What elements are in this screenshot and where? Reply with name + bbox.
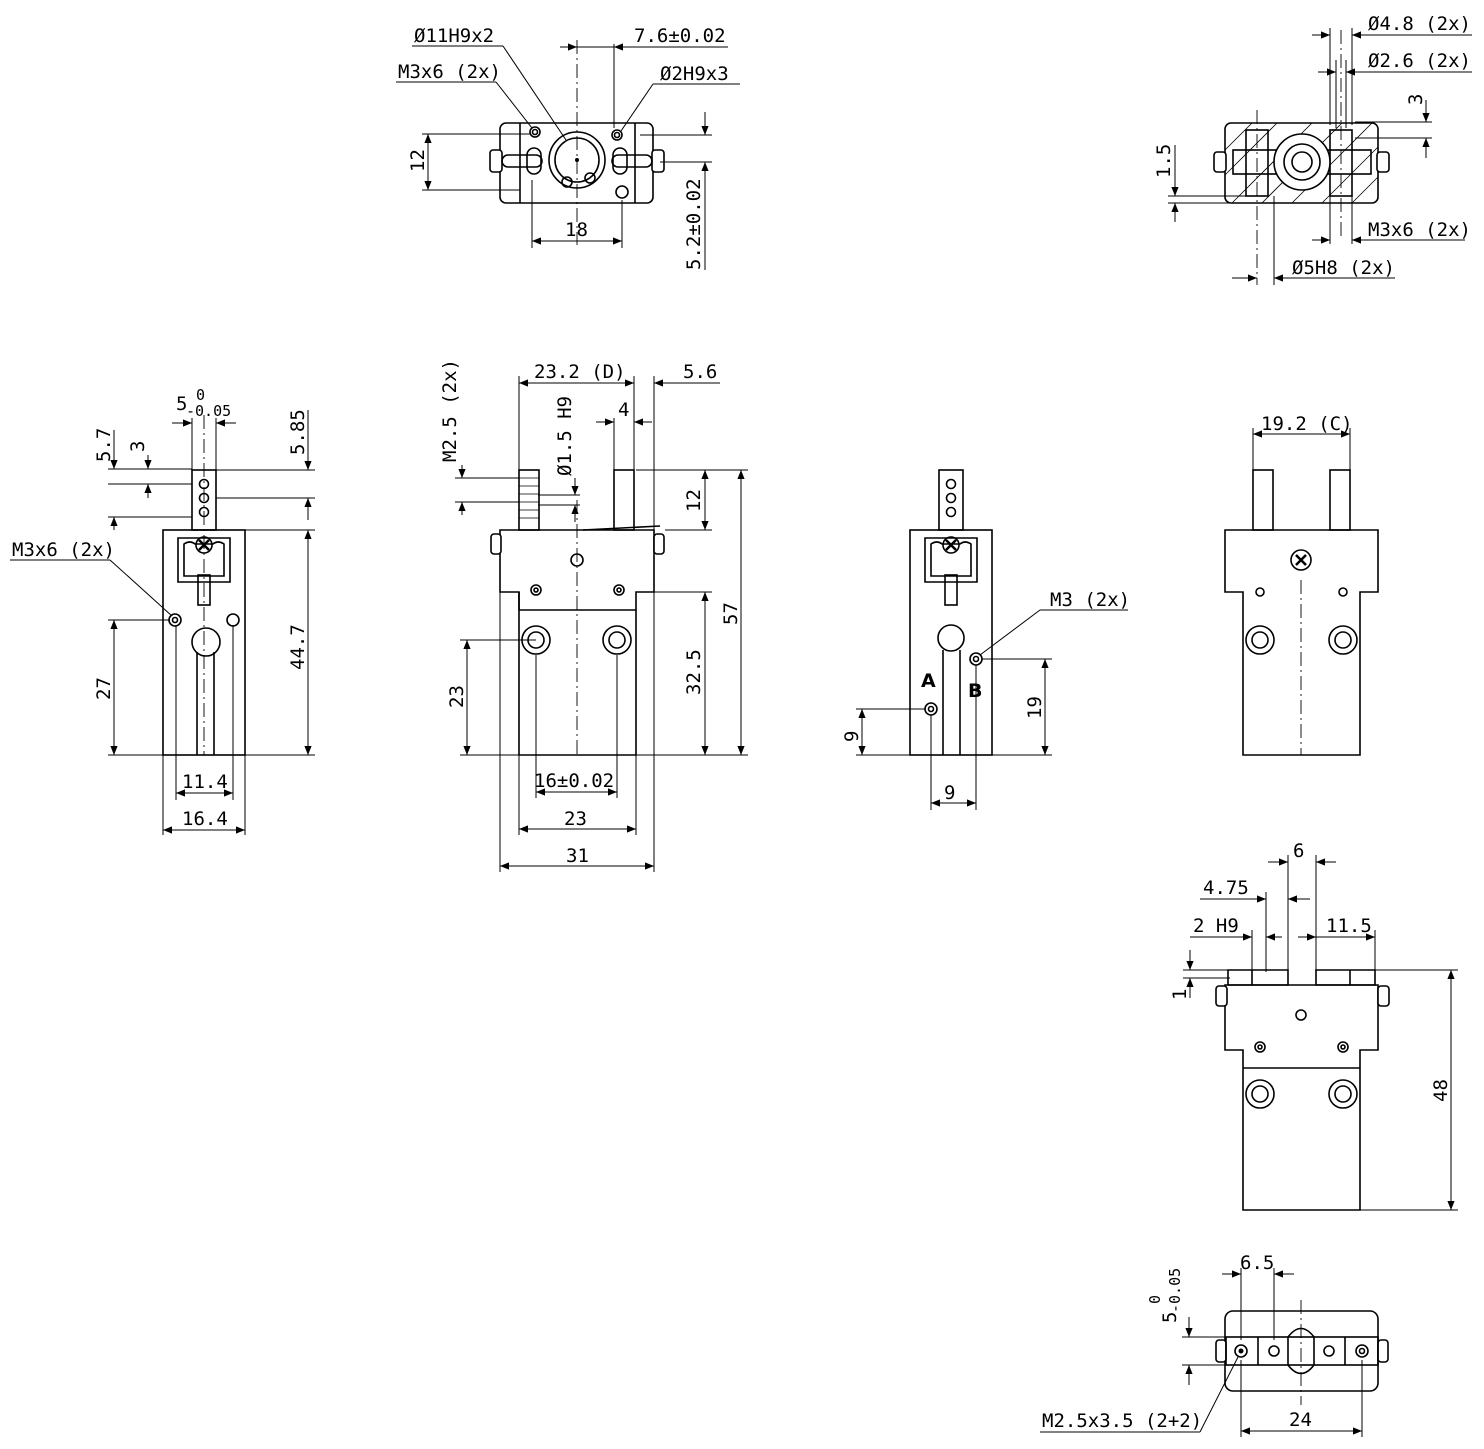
dim-d2h9: Ø2H9x3 (660, 63, 729, 85)
dim-5-2: 5.2±0.02 (683, 178, 705, 270)
dim-31: 31 (566, 845, 589, 867)
dim-1-5: 1.5 (1153, 144, 1175, 178)
dim-23-2-d: 23.2 (D) (534, 361, 626, 383)
dim-6-5: 6.5 (1240, 1252, 1274, 1274)
side-left-view: 5 0 -0.05 5.7 3 5.85 M3x6 (2x) 27 (10, 386, 315, 835)
dim-12: 12 (407, 149, 429, 172)
dim-6: 6 (1293, 840, 1304, 862)
dim-24: 24 (1289, 1409, 1312, 1431)
bottom-view: 6.5 5 0 -0.05 M2.5x3.5 (2+2) 24 (1040, 1252, 1389, 1437)
open-view: 6 4.75 2 H9 11.5 1 48 (1169, 840, 1458, 1211)
dim-48: 48 (1430, 1079, 1452, 1102)
dim-5-6: 5.6 (683, 361, 717, 383)
port-b-label: B (968, 680, 982, 702)
dim-m3x6-side: M3x6 (2x) (12, 539, 115, 561)
dim-5: 5 (176, 393, 187, 415)
dim-d5h8: Ø5H8 (2x) (1292, 257, 1395, 279)
dim-d4-8: Ø4.8 (2x) (1368, 13, 1471, 35)
dim-5-85: 5.85 (287, 409, 309, 455)
dim-m3: M3 (2x) (1050, 589, 1130, 611)
dim-57: 57 (720, 602, 742, 625)
dim-23-bottom: 23 (564, 808, 587, 830)
svg-text:-0.05: -0.05 (1166, 1268, 1184, 1313)
dim-44-7: 44.7 (287, 624, 309, 670)
dim-d2-6: Ø2.6 (2x) (1368, 50, 1471, 72)
dim-16-4: 16.4 (182, 808, 228, 830)
dim-4: 4 (618, 399, 629, 421)
dim-19: 19 (1024, 696, 1046, 719)
dim-m3x6-section: M3x6 (2x) (1368, 219, 1471, 241)
dim-4-75: 4.75 (1203, 877, 1249, 899)
dim-23-left: 23 (446, 685, 468, 708)
dim-5-bottom: 5 (1159, 1312, 1181, 1323)
dim-5-7: 5.7 (93, 428, 115, 462)
dim-11-5: 11.5 (1326, 915, 1372, 937)
dim-9-bottom: 9 (944, 782, 955, 804)
dim-m2-5: M2.5 (2x) (439, 359, 461, 462)
back-view: 19.2 (C) (1224, 413, 1379, 756)
front-view: 23.2 (D) 5.6 M2.5 (2x) Ø1.5 H9 4 12 (439, 359, 748, 872)
dim-d1-5-h9: Ø1.5 H9 (554, 396, 576, 476)
dim-m3x6: M3x6 (2x) (398, 61, 501, 83)
dim-19-2-c: 19.2 (C) (1261, 413, 1353, 435)
port-a-label: A (921, 670, 936, 692)
dim-1: 1 (1169, 989, 1191, 1000)
dim-7-6: 7.6±0.02 (634, 25, 726, 47)
section-view: Ø4.8 (2x) Ø2.6 (2x) 3 1.5 M3x6 (2x) Ø5H8 (1153, 13, 1472, 285)
dim-d11h9: Ø11H9x2 (414, 25, 494, 47)
svg-text:0: 0 (1146, 1295, 1164, 1304)
top-view: 7.6±0.02 Ø11H9x2 M3x6 (2x) Ø2H9x3 12 18 … (396, 25, 740, 270)
dim-11-4: 11.4 (182, 771, 228, 793)
dim-18: 18 (565, 219, 588, 241)
dim-27: 27 (93, 677, 115, 700)
dim-m2-5x3-5: M2.5x3.5 (2+2) (1042, 1410, 1202, 1432)
svg-text:0: 0 (196, 386, 205, 404)
dim-12-front: 12 (683, 489, 705, 512)
svg-text:-0.05: -0.05 (186, 402, 231, 420)
dim-3: 3 (1405, 94, 1427, 105)
side-right-view: A B M3 (2x) 9 19 9 (841, 469, 1130, 810)
top-body (499, 122, 654, 204)
dim-16-tol: 16±0.02 (534, 770, 614, 792)
dim-32-5: 32.5 (683, 649, 705, 695)
dim-2-h9: 2 H9 (1193, 915, 1239, 937)
dim-3-side: 3 (127, 441, 149, 452)
dim-9-left: 9 (841, 731, 863, 742)
